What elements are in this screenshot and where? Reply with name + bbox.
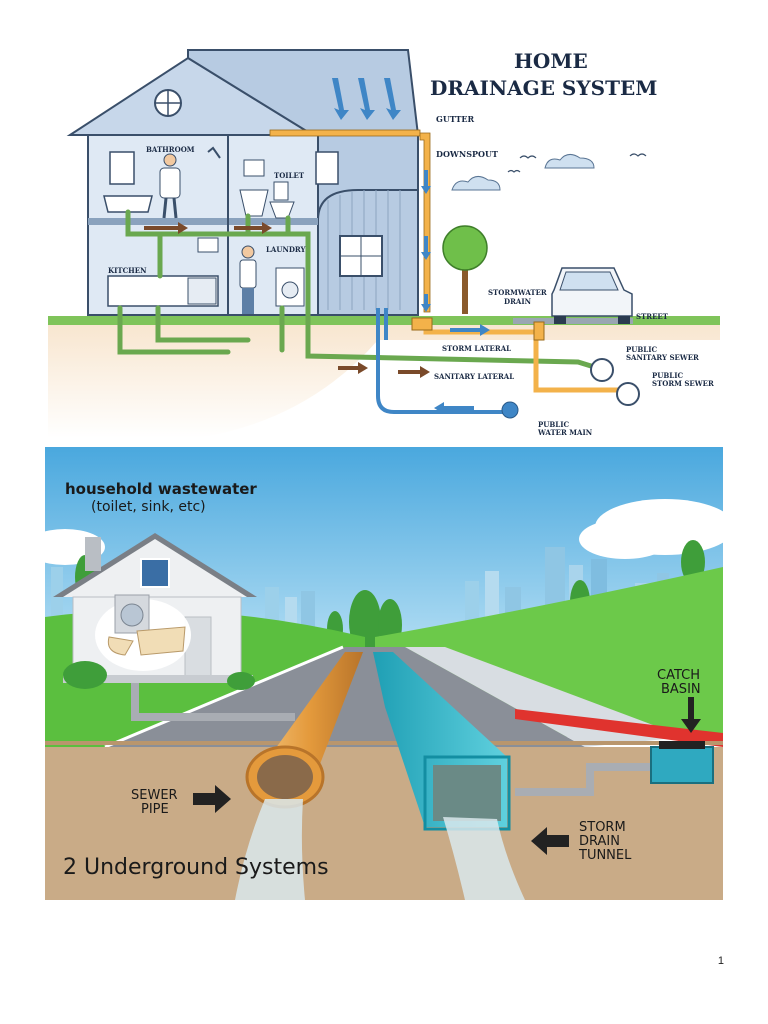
appliances-bubble (95, 594, 191, 671)
rain-arrows (332, 78, 401, 120)
storm-drain-tunnel (373, 652, 511, 831)
label-gutter: GUTTER (436, 114, 475, 124)
sewer-pipe-arrow (193, 785, 231, 813)
label-public-sanitary-1: PUBLIC (626, 345, 657, 354)
label-stormwater-drain-2: DRAIN (504, 297, 532, 306)
label-public-sanitary-2: SANITARY SEWER (626, 353, 699, 362)
bushes (63, 661, 255, 690)
catch-basin-pipe (515, 763, 655, 796)
water-main-node (501, 401, 519, 419)
label-bathroom: BATHROOM (146, 145, 195, 154)
title-line-2: DRAINAGE SYSTEM (430, 76, 657, 100)
label-household-examples: (toilet, sink, etc) (91, 499, 206, 515)
label-storm-tunnel-3: TUNNEL (578, 848, 632, 863)
underground-systems-illustration: household wastewater (toilet, sink, etc)… (45, 447, 723, 900)
tree (442, 225, 488, 314)
car (551, 267, 633, 324)
label-public-storm-2: STORM SEWER (652, 379, 714, 388)
clouds (451, 154, 595, 191)
gutter (269, 129, 421, 137)
label-catch-basin-2: BASIN (661, 682, 701, 697)
label-water-main-1: PUBLIC (538, 420, 569, 429)
downspout (419, 132, 431, 313)
page-number: 1 (717, 955, 724, 967)
label-sanitary-lateral: SANITARY LATERAL (434, 372, 514, 381)
house-drain-pipe (131, 683, 295, 721)
home-drainage-illustration: HOME DRAINAGE SYSTEM GUTTER DOWNSPOUT BA… (48, 49, 720, 438)
label-public-storm-1: PUBLIC (652, 371, 683, 380)
label-sewer-pipe-2: PIPE (141, 802, 169, 817)
stormwater-drain-box (411, 317, 433, 331)
public-sanitary-sewer-manhole (590, 358, 614, 382)
street-surface (513, 318, 633, 324)
label-kitchen: KITCHEN (108, 266, 147, 275)
label-catch-basin-1: CATCH (657, 668, 700, 683)
downspout-arrows (421, 170, 431, 312)
label-downspout: DOWNSPOUT (436, 149, 498, 159)
label-two-underground-systems: 2 Underground Systems (63, 855, 329, 880)
red-curb (515, 709, 723, 747)
house (66, 49, 420, 316)
sanitary-pipes (117, 209, 607, 373)
sewer-pipe (245, 652, 363, 809)
label-storm-lateral: STORM LATERAL (442, 344, 511, 353)
underground-soil (45, 747, 723, 900)
birds (507, 153, 647, 173)
label-street: STREET (636, 312, 669, 321)
house (53, 533, 257, 683)
public-storm-sewer-manhole (616, 382, 640, 406)
sewage-flow-arrows (144, 222, 430, 378)
label-stormwater-drain-1: STORMWATER (488, 288, 547, 297)
label-sewer-pipe-1: SEWER (131, 788, 178, 803)
label-storm-tunnel-1: STORM (579, 820, 626, 835)
catch-basin-arrow (681, 697, 701, 733)
water-outflow (235, 799, 525, 900)
underground-systems-diagram: household wastewater (toilet, sink, etc)… (45, 447, 723, 900)
label-toilet: TOILET (274, 171, 305, 180)
storm-flow-arrows (434, 324, 490, 414)
storm-tunnel-arrow (531, 827, 569, 855)
label-storm-tunnel-2: DRAIN (579, 834, 620, 849)
title-line-1: HOME (514, 49, 588, 73)
label-laundry: LAUNDRY (266, 245, 307, 254)
water-main-pipe (376, 308, 508, 414)
catch-basin (650, 741, 714, 784)
home-drainage-diagram: HOME DRAINAGE SYSTEM GUTTER DOWNSPOUT BA… (48, 40, 720, 438)
label-water-main-2: WATER MAIN (537, 428, 593, 437)
label-household-wastewater: household wastewater (65, 480, 257, 498)
